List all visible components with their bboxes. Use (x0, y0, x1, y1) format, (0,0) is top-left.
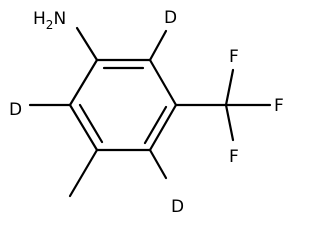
bond-ring-c3-c4 (148, 103, 178, 152)
structure-diagram: H2N D D D F F F (9, 8, 284, 217)
amine-label-n: N (53, 9, 66, 29)
bond-c2-deuterium (148, 29, 168, 62)
bond-ring-c3-c4-inner (143, 105, 168, 145)
fluorine-label-top: F (229, 47, 239, 67)
bond-c5-methyl (68, 148, 99, 198)
molecule-drawing: H2N D D D F F F (9, 8, 284, 217)
amine-label-h: H (33, 9, 46, 29)
amine-label-subscript: 2 (46, 18, 54, 32)
fluorine-label-bottom: F (229, 147, 239, 167)
fluorine-label-right: F (274, 96, 284, 116)
deuterium-label-top: D (164, 8, 177, 28)
bond-c4-deuterium (148, 148, 168, 180)
bond-cf3-f-top (224, 68, 235, 107)
bond-ring-c2-c3 (148, 58, 178, 107)
deuterium-label-left: D (9, 100, 22, 120)
bond-ring-c6-c1 (68, 58, 99, 107)
amine-label: H2N (33, 9, 66, 32)
deuterium-label-bottom: D (171, 197, 184, 217)
bond-c1-nitrogen (75, 26, 99, 62)
bond-ring-c5-c6-inner (78, 103, 104, 144)
bond-ring-c5-c6 (68, 103, 99, 152)
bond-cf3-f-bottom (224, 103, 235, 142)
